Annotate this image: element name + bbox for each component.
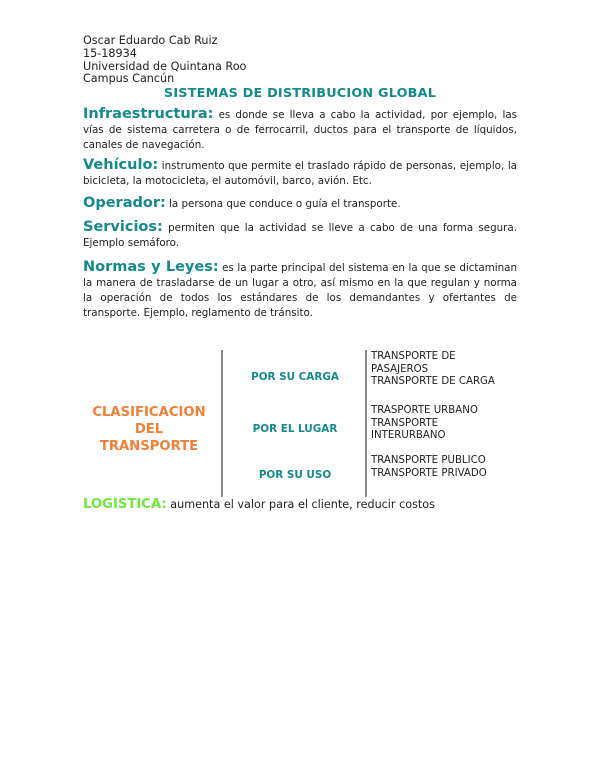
university: Universidad de Quintana Roo	[83, 59, 247, 73]
category-item: TRASPORTE URBANO	[371, 405, 478, 416]
definition-term: Normas y Leyes:	[83, 259, 219, 276]
category-item: TRANSPORTE PRIVADO	[371, 467, 487, 479]
category-item: TRANSPORTE DE CARGA	[371, 376, 495, 387]
definition-text: aumenta el valor para el cliente, reduci…	[166, 498, 435, 511]
category-items-uso: TRANSPORTE PUBLICO TRANSPORTE PRIVADO	[371, 455, 521, 480]
classification-title-line: DEL	[134, 422, 164, 437]
definition-text: permiten que la actividad se lleve a cab…	[83, 222, 517, 250]
category-item: TRANSPORTE INTERURBANO	[371, 417, 446, 442]
definition-term: Infraestructura:	[83, 106, 214, 123]
category-items-carga: TRANSPORTE DE PASAJEROS TRANSPORTE DE CA…	[371, 351, 521, 389]
definition-logistica: LOGISTICA: aumenta el valor para el clie…	[83, 497, 435, 512]
definition-infraestructura: Infraestructura: es donde se lleva a cab…	[83, 107, 517, 153]
definition-term: Operador:	[83, 195, 166, 212]
definition-text: la persona que conduce o guía el transpo…	[165, 198, 401, 211]
author-name: Oscar Eduardo Cab Ruiz	[83, 34, 218, 47]
classification-title-line: TRANSPORTE	[99, 439, 199, 454]
definition-operador: Operador: la persona que conduce o guía …	[83, 196, 517, 212]
definition-normas-leyes: Normas y Leyes: es la parte principal de…	[83, 260, 517, 321]
category-por-su-carga: POR SU CARGA	[251, 371, 339, 383]
category-por-el-lugar: POR EL LUGAR	[252, 423, 338, 435]
category-item: TRANSPORTE DE PASAJEROS	[371, 351, 456, 375]
category-item: TRANSPORTE PUBLICO	[371, 455, 486, 466]
category-por-su-uso: POR SU USO	[258, 469, 332, 481]
campus: Campus Cancún	[83, 72, 175, 86]
definition-vehiculo: Vehículo: instrumento que permite el tra…	[83, 158, 517, 189]
classification-title: CLASIFICACION DEL TRANSPORTE	[83, 404, 215, 455]
category-items-lugar: TRASPORTE URBANO TRANSPORTE INTERURBANO	[371, 405, 521, 443]
definition-servicios: Servicios: permiten que la actividad se …	[83, 220, 517, 251]
definition-text: es la parte principal del sistema en la …	[83, 262, 517, 320]
definition-term: LOGISTICA:	[83, 497, 167, 512]
document-title: SISTEMAS DE DISTRIBUCION GLOBAL	[163, 86, 437, 101]
bracket-line-right	[365, 350, 367, 497]
bracket-line-left	[221, 350, 223, 497]
definition-text: es donde se lleva a cabo la actividad, p…	[83, 109, 517, 152]
classification-title-line: CLASIFICACION	[92, 405, 206, 420]
definition-text: instrumento que permite el traslado rápi…	[83, 160, 517, 188]
author-header: Oscar Eduardo Cab Ruiz 15-18934 Universi…	[83, 34, 247, 86]
definition-term: Servicios:	[83, 219, 163, 236]
student-id: 15-18934	[83, 46, 137, 60]
definition-term: Vehículo:	[83, 157, 159, 174]
